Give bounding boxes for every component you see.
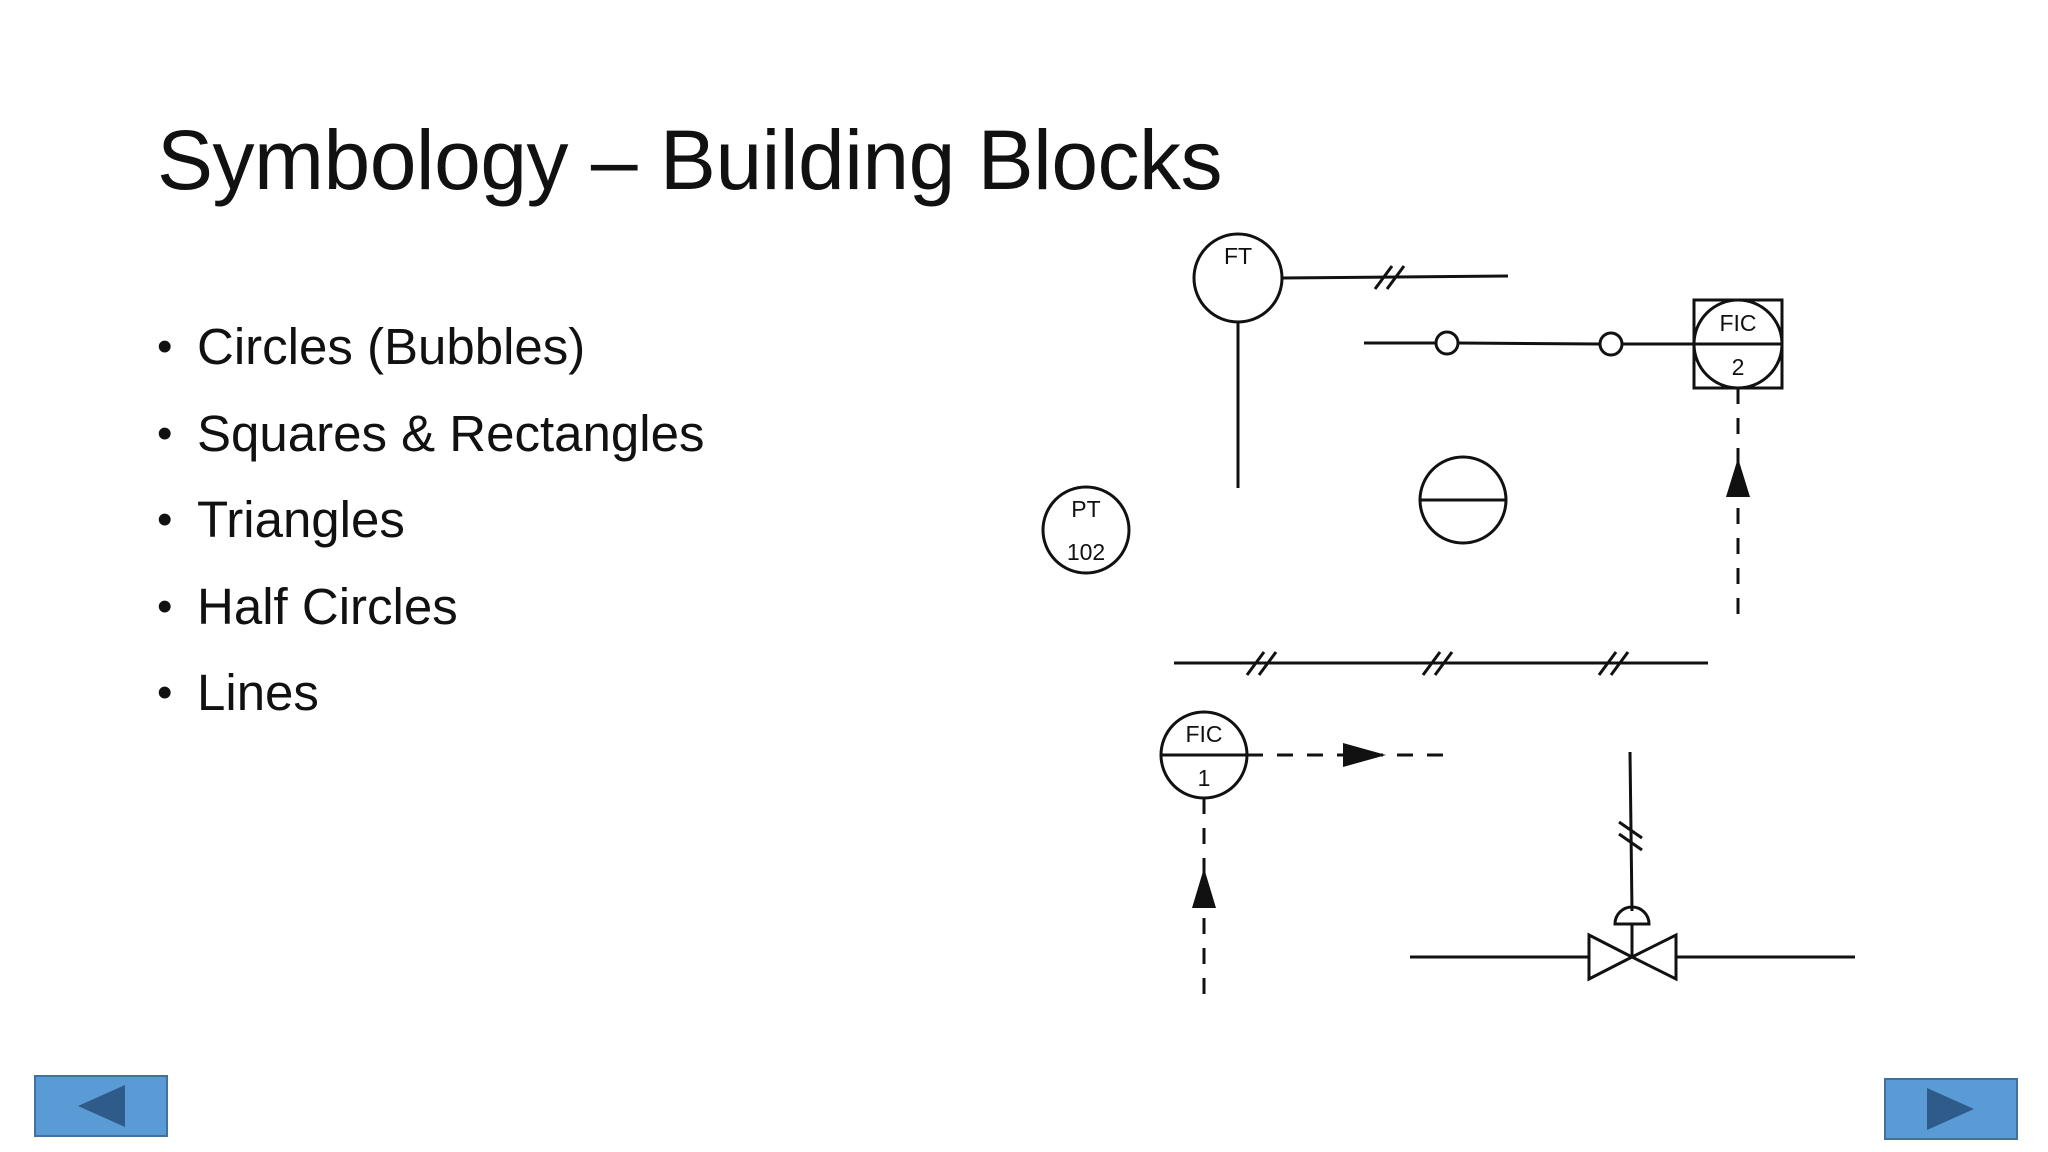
- data-link-line: [1364, 330, 1694, 357]
- next-slide-button[interactable]: [1884, 1078, 2018, 1140]
- data-link-segment: [1457, 341, 1601, 346]
- data-link-node-icon: [1598, 331, 1624, 357]
- bullet-text: Circles (Bubbles): [197, 318, 586, 375]
- bullet-dot-icon: •: [157, 668, 173, 717]
- fic-2-number-label: 2: [1732, 354, 1745, 380]
- valve-signal-hash-icon: [1618, 820, 1643, 840]
- electric-hash-icon: [1433, 651, 1454, 676]
- fic-1-number-label: 1: [1198, 765, 1211, 791]
- electric-hash-icon: [1609, 651, 1630, 676]
- bullet-text: Squares & Rectangles: [197, 404, 705, 462]
- fic-1-tag-label: FIC: [1185, 721, 1222, 747]
- electric-hash-icon: [1597, 651, 1618, 676]
- valve-actuator-dome-icon: [1613, 905, 1651, 926]
- fic-1-arrow-up-icon: [1192, 868, 1216, 908]
- slide-title: Symbology – Building Blocks: [157, 113, 1223, 207]
- previous-slide-button[interactable]: [34, 1075, 168, 1137]
- pt-102-tag-label: PT: [1071, 496, 1100, 522]
- fic-2-arrow-up-icon: [1726, 458, 1750, 497]
- left-triangle-icon: [78, 1085, 125, 1127]
- fic-2-tag-label: FIC: [1719, 310, 1756, 336]
- electric-hash-icon: [1421, 651, 1442, 676]
- data-link-node-icon: [1434, 330, 1460, 356]
- bullet-dot-icon: •: [157, 408, 173, 458]
- control-valve-symbol: [1410, 751, 1855, 982]
- bullet-item: • Squares & Rectangles: [157, 395, 704, 482]
- bullet-list: • Circles (Bubbles) • Squares & Rectangles…: [157, 308, 704, 741]
- bullet-dot-icon: •: [157, 581, 173, 631]
- ft-signal-hash-icon: [1373, 265, 1394, 290]
- valve-signal-hash-icon: [1618, 832, 1643, 852]
- valve-body-right-triangle: [1628, 932, 1678, 982]
- electric-hash-icon: [1257, 651, 1278, 676]
- bullet-item: • Lines: [157, 654, 704, 741]
- bullet-dot-icon: •: [157, 322, 173, 371]
- bullet-text: Half Circles: [197, 577, 458, 635]
- electric-signal-line: [1174, 651, 1708, 676]
- ft-tag-label: FT: [1224, 243, 1252, 269]
- ft-signal-hash-icon: [1385, 265, 1406, 290]
- pt-102-bubble: [1041, 485, 1131, 575]
- bullet-item: • Half Circles: [157, 568, 704, 655]
- bullet-item: • Circles (Bubbles): [157, 308, 704, 395]
- fic-1-arrow-right-icon: [1343, 743, 1386, 767]
- right-triangle-icon: [1927, 1088, 1974, 1130]
- electric-hash-icon: [1245, 651, 1266, 676]
- ft-instrument-bubble: [1192, 232, 1509, 488]
- bullet-item: • Triangles: [157, 481, 704, 568]
- valve-body-left-triangle: [1587, 932, 1636, 982]
- pt-102-number-label: 102: [1067, 539, 1105, 565]
- bullet-dot-icon: •: [157, 495, 173, 544]
- divided-bubble-symbol: [1418, 455, 1508, 545]
- bullet-text: Lines: [197, 664, 319, 721]
- bullet-text: Triangles: [197, 491, 405, 548]
